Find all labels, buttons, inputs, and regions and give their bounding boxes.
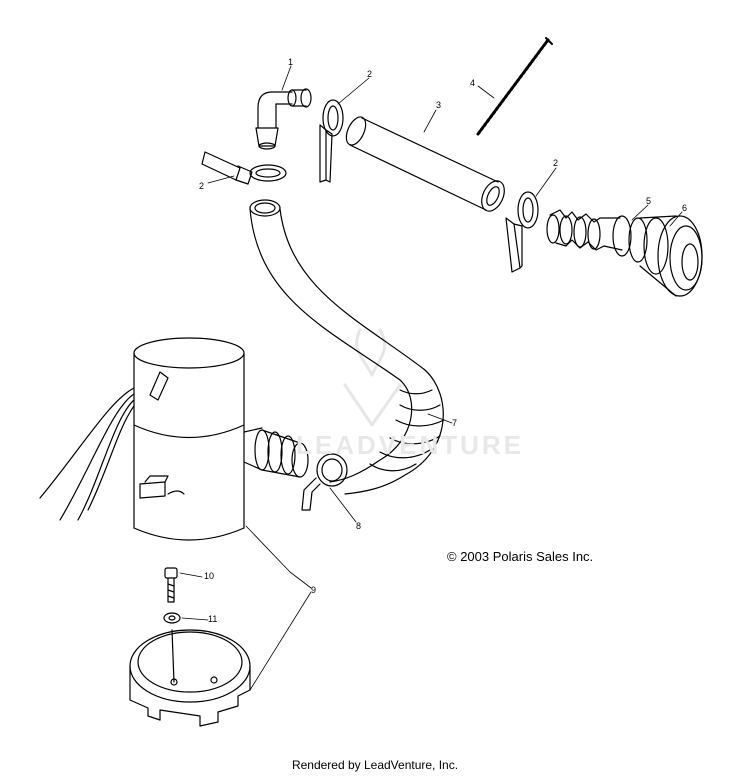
elbow-fitting-part-1	[255, 88, 312, 150]
hose-clamp-part-2-c	[505, 191, 539, 273]
hose-part-3	[345, 116, 505, 212]
watermark-logo	[343, 328, 402, 427]
callout-2-c: 2	[553, 158, 558, 168]
pump-base	[129, 629, 251, 727]
callout-6: 6	[682, 203, 687, 213]
leader-lines	[179, 65, 683, 691]
bilge-pump-part-9	[39, 337, 309, 541]
callout-labels: 1 2 3 4 2 2 5 6 7 8 9 10 11	[199, 57, 687, 624]
callout-10: 10	[204, 571, 214, 581]
bolt-part-10	[164, 567, 178, 603]
copyright-notice: © 2003 Polaris Sales Inc.	[447, 549, 594, 564]
hose-clamp-part-8	[301, 453, 348, 511]
callout-5: 5	[646, 196, 651, 206]
callout-11: 11	[208, 614, 217, 624]
washer-part-11	[163, 612, 181, 624]
curved-hose-part-7	[249, 199, 445, 495]
watermark-text: LEADVENTURE	[296, 430, 525, 460]
callout-1: 1	[288, 57, 293, 67]
callout-4: 4	[470, 78, 475, 88]
thru-hull-fitting-part-5-6	[546, 209, 703, 297]
callout-2-a: 2	[367, 69, 372, 79]
callout-9: 9	[311, 585, 316, 595]
callout-8: 8	[356, 521, 361, 531]
hose-clamp-part-2-b	[319, 99, 344, 183]
callout-7: 7	[452, 418, 457, 428]
hose-clamp-part-2-a	[201, 151, 287, 185]
callout-3: 3	[436, 100, 441, 110]
footer-credit: Rendered by LeadVenture, Inc.	[291, 758, 459, 772]
callout-2-b: 2	[199, 181, 204, 191]
cable-tie-part-4	[476, 38, 550, 136]
